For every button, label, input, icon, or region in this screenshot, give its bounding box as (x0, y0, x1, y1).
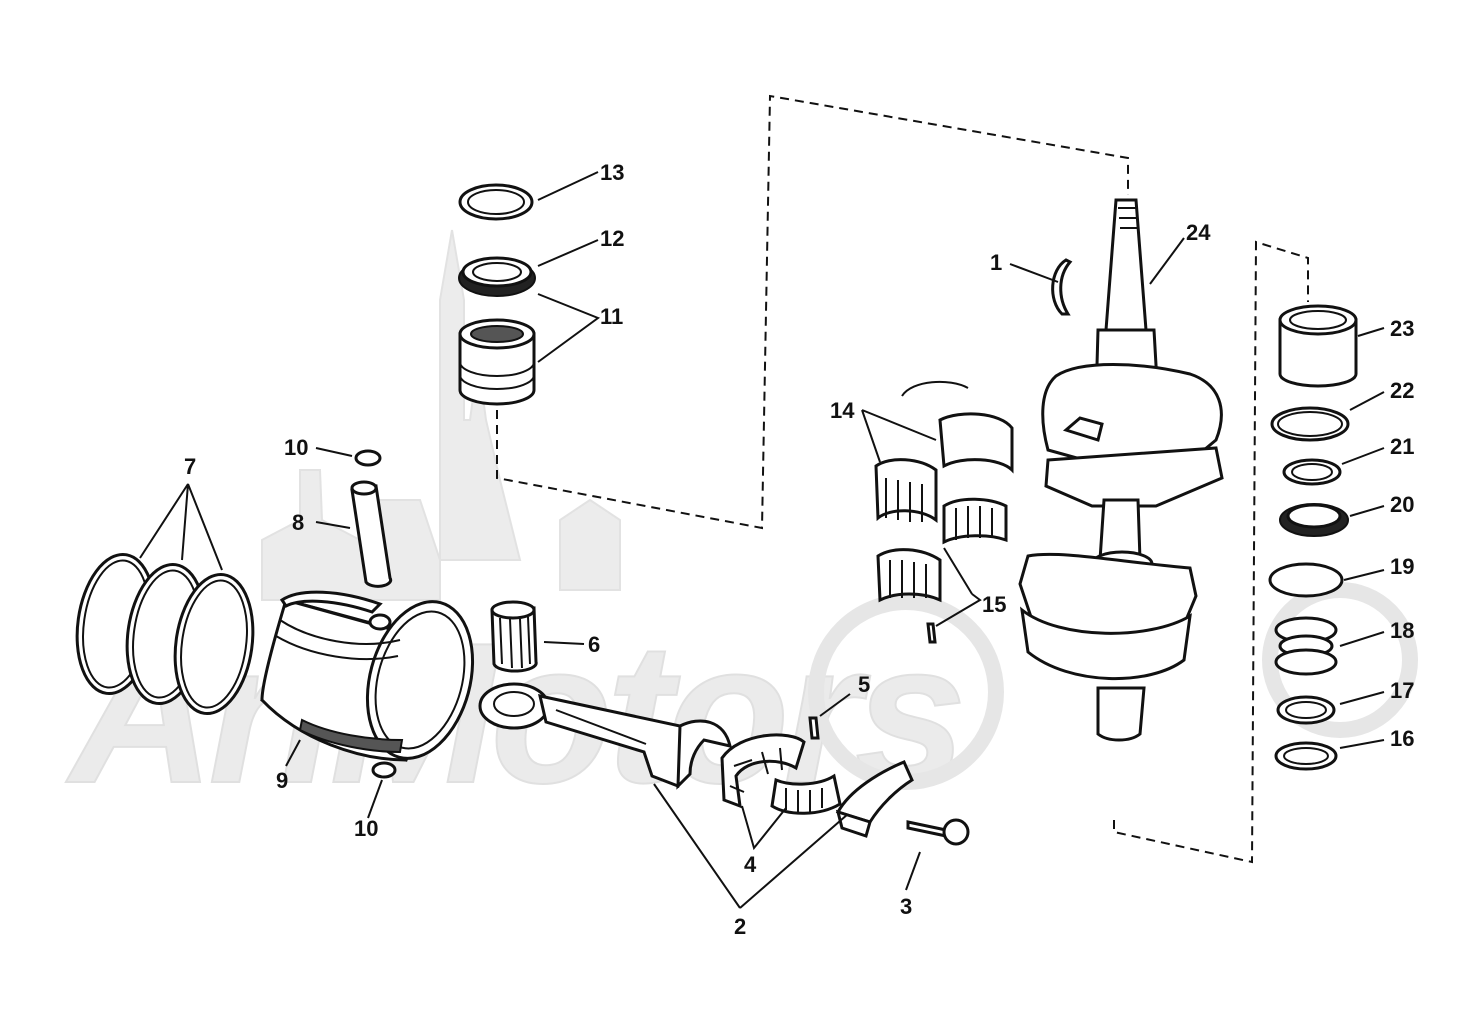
callout-16: 16 (1390, 726, 1414, 751)
callout-3: 3 (900, 894, 912, 919)
crankshaft-24 (1018, 198, 1224, 742)
ring-13 (458, 183, 534, 221)
leader-lines (139, 171, 1385, 909)
clip-10-upper (354, 449, 382, 467)
connecting-rod-2 (478, 682, 914, 838)
seal-12 (458, 256, 536, 297)
callout-9: 9 (276, 768, 288, 793)
callout-10-upper: 10 (284, 435, 308, 460)
cap-screw-3 (906, 818, 970, 846)
watermark: AriMotors (64, 229, 1418, 826)
needle-cage-15 (876, 497, 1008, 644)
dowel-pin-5 (808, 716, 820, 740)
bearing-23 (1278, 304, 1358, 388)
needle-bearing-6 (490, 600, 538, 673)
piston-rings-7 (75, 552, 255, 716)
callout-7: 7 (184, 454, 196, 479)
woodruff-key-1 (1051, 258, 1073, 316)
callout-18: 18 (1390, 618, 1414, 643)
callout-20: 20 (1390, 492, 1414, 517)
callout-22: 22 (1390, 378, 1414, 403)
callout-12: 12 (600, 226, 624, 251)
callout-24: 24 (1186, 220, 1211, 245)
callout-4: 4 (744, 852, 757, 877)
callout-14: 14 (830, 398, 855, 423)
clip-10-lower (371, 761, 397, 779)
callout-labels: 13 12 11 10 10 7 8 9 6 5 4 3 2 14 15 1 2… (184, 160, 1414, 939)
callout-13: 13 (600, 160, 624, 185)
spring-18 (1274, 616, 1338, 676)
callout-19: 19 (1390, 554, 1414, 579)
callout-6: 6 (588, 632, 600, 657)
callout-8: 8 (292, 510, 304, 535)
callout-10-lower: 10 (354, 816, 378, 841)
snap-ring-16 (1274, 741, 1338, 771)
piston-9 (260, 590, 475, 762)
washer-21 (1282, 458, 1342, 486)
wrist-pin-8 (350, 480, 393, 588)
retainer-17 (1276, 695, 1336, 725)
ring-22 (1270, 406, 1350, 442)
seal-20 (1279, 503, 1349, 537)
callout-2: 2 (734, 914, 746, 939)
washer-19 (1268, 562, 1344, 598)
callout-17: 17 (1390, 678, 1414, 703)
callout-15: 15 (982, 592, 1006, 617)
callout-23: 23 (1390, 316, 1414, 341)
callout-5: 5 (858, 672, 870, 697)
bearing-sleeve-14 (874, 380, 1014, 523)
callout-1: 1 (990, 250, 1002, 275)
callout-11: 11 (600, 304, 623, 329)
bearing-11 (458, 318, 536, 406)
watermark-castle (261, 229, 621, 601)
callout-21: 21 (1390, 434, 1414, 459)
bearing-halves-4 (720, 733, 842, 815)
